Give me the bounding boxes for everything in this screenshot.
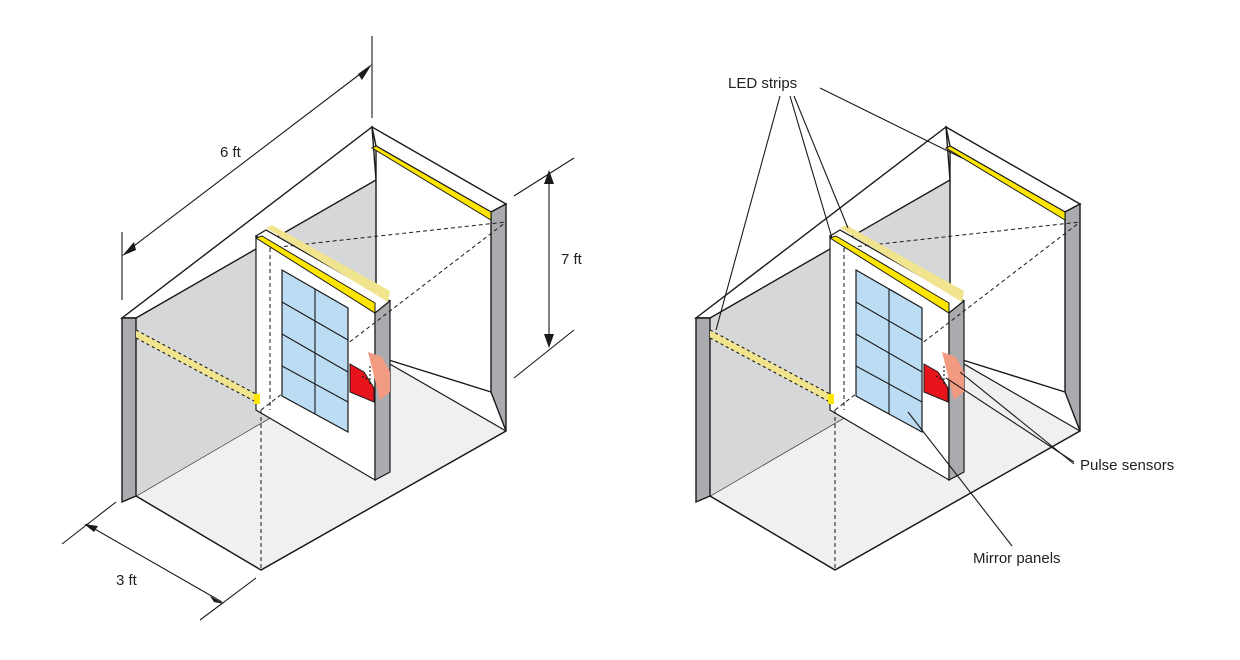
dimension-depth: 3 ft: [61, 501, 257, 621]
height-label: 7 ft: [561, 251, 583, 268]
depth-label: 3 ft: [116, 572, 138, 589]
callout-led-strips: LED strips: [715, 75, 963, 331]
booth-left: [121, 126, 507, 571]
dimension-height: 7 ft: [513, 157, 583, 379]
pulse-sensors-label: Pulse sensors: [1080, 457, 1174, 474]
mirror-panels-label: Mirror panels: [973, 550, 1061, 567]
callout-mirror-panels: Mirror panels: [907, 411, 1061, 567]
dimension-width: 6 ft: [121, 36, 373, 300]
width-label: 6 ft: [220, 144, 242, 161]
callout-pulse-sensors: Pulse sensors: [945, 371, 1174, 474]
led-strips-label: LED strips: [728, 75, 797, 92]
